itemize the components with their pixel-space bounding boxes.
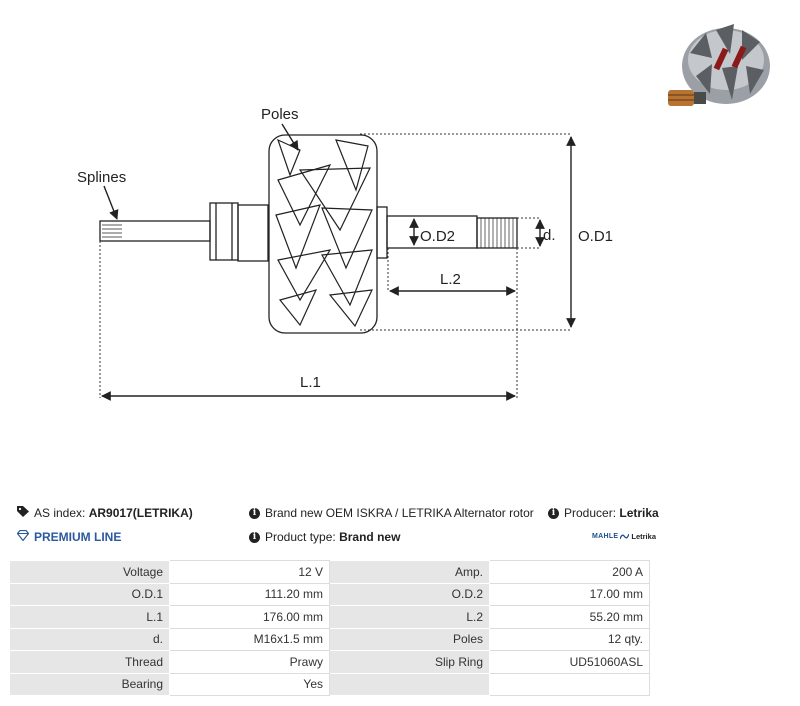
spec-value: 55.20 mm	[489, 605, 650, 629]
spec-key	[329, 672, 490, 696]
product-type-row: i Product type: Brand new	[249, 530, 400, 544]
mahle-logo-text: MAHLE	[592, 533, 619, 540]
spec-value: 200 A	[489, 560, 650, 584]
spec-key: L.2	[329, 605, 490, 629]
spec-value: Prawy	[169, 650, 330, 674]
spec-value: 12 V	[169, 560, 330, 584]
info-icon: i	[548, 507, 559, 519]
spec-key: Amp.	[329, 560, 490, 584]
mahle-letrika-logo: MAHLE Letrika	[592, 532, 656, 541]
description-row: i Brand new OEM ISKRA / LETRIKA Alternat…	[249, 506, 534, 520]
spec-value: 12 qty.	[489, 627, 650, 651]
label-poles: Poles	[261, 106, 299, 123]
description-text: Brand new OEM ISKRA / LETRIKA Alternator…	[265, 506, 534, 520]
spec-key: O.D.2	[329, 582, 490, 606]
as-index-row: AS index: AR9017(LETRIKA)	[17, 506, 193, 520]
label-l2: L.2	[440, 271, 461, 288]
spec-key: L.1	[9, 605, 170, 629]
spec-value	[489, 672, 650, 696]
spec-value: M16x1.5 mm	[169, 627, 330, 651]
spec-value: 17.00 mm	[489, 582, 650, 606]
label-splines: Splines	[77, 169, 126, 186]
tag-icon	[17, 506, 29, 520]
product-photo	[660, 8, 780, 120]
spec-value: UD51060ASL	[489, 650, 650, 674]
label-d: d.	[543, 227, 556, 244]
premium-line-label: PREMIUM LINE	[34, 530, 122, 544]
label-l1: L.1	[300, 374, 321, 391]
producer-value: Letrika	[619, 506, 659, 520]
spec-value: 176.00 mm	[169, 605, 330, 629]
letrika-wave-icon	[620, 533, 630, 540]
producer-label: Producer:	[564, 506, 617, 520]
spec-key: Thread	[9, 650, 170, 674]
spec-key: O.D.1	[9, 582, 170, 606]
label-od2: O.D2	[420, 228, 455, 245]
product-type-label: Product type:	[265, 530, 336, 544]
info-icon: i	[249, 531, 260, 543]
product-type-value: Brand new	[339, 530, 401, 544]
producer-row: i Producer: Letrika	[548, 506, 659, 520]
spec-key: d.	[9, 627, 170, 651]
as-index-label: AS index:	[34, 506, 86, 520]
rotor-technical-drawing: Poles Splines O.D2 d. O.D1 L.2 L.1	[77, 106, 613, 401]
letrika-logo-text: Letrika	[631, 532, 656, 541]
diamond-icon	[16, 529, 30, 544]
premium-line-row: PREMIUM LINE	[16, 529, 122, 544]
spec-key: Slip Ring	[329, 650, 490, 674]
as-index-value: AR9017(LETRIKA)	[88, 506, 193, 520]
spec-key: Poles	[329, 627, 490, 651]
label-od1: O.D1	[578, 228, 613, 245]
spec-key: Bearing	[9, 672, 170, 696]
spec-value: Yes	[169, 672, 330, 696]
info-icon: i	[249, 507, 260, 519]
spec-value: 111.20 mm	[169, 582, 330, 606]
spec-key: Voltage	[9, 560, 170, 584]
